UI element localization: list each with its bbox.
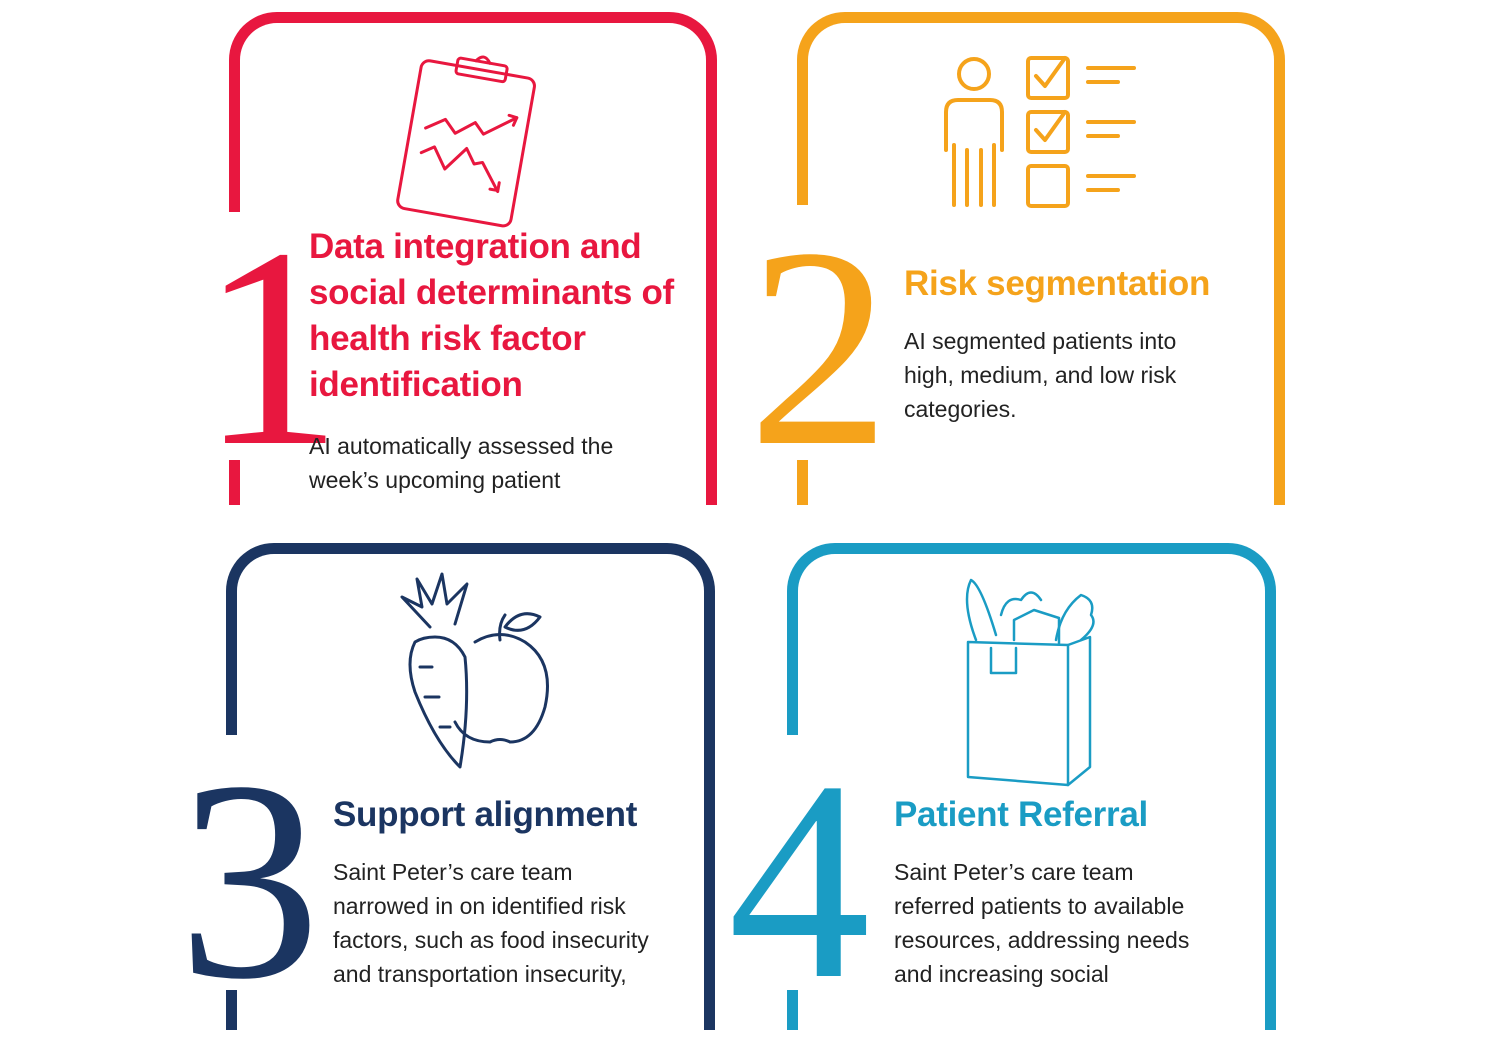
step-3-number: 3 <box>178 722 321 1038</box>
step-2-description: AI segmented patients into high, medium,… <box>904 328 1177 422</box>
person-checklist-icon <box>944 56 1136 208</box>
step-4-number: 4 <box>728 722 871 1038</box>
step-3-title: Support alignment <box>333 795 638 834</box>
step-2-number: 2 <box>748 189 891 505</box>
step-1-number: 1 <box>200 189 343 505</box>
step-1-description: AI automatically assessed the week’s upc… <box>309 433 614 493</box>
step-2-title: Risk segmentation <box>904 264 1211 303</box>
carrot-apple-icon <box>400 572 549 769</box>
step-1-title: Data integration and social determinants… <box>309 227 674 404</box>
grocery-bag-icon <box>965 578 1095 787</box>
step-4-description: Saint Peter’s care team referred patient… <box>894 859 1190 987</box>
step-3-description: Saint Peter’s care team narrowed in on i… <box>333 859 649 987</box>
clipboard-chart-icon <box>396 55 536 228</box>
step-4-title: Patient Referral <box>894 795 1148 834</box>
